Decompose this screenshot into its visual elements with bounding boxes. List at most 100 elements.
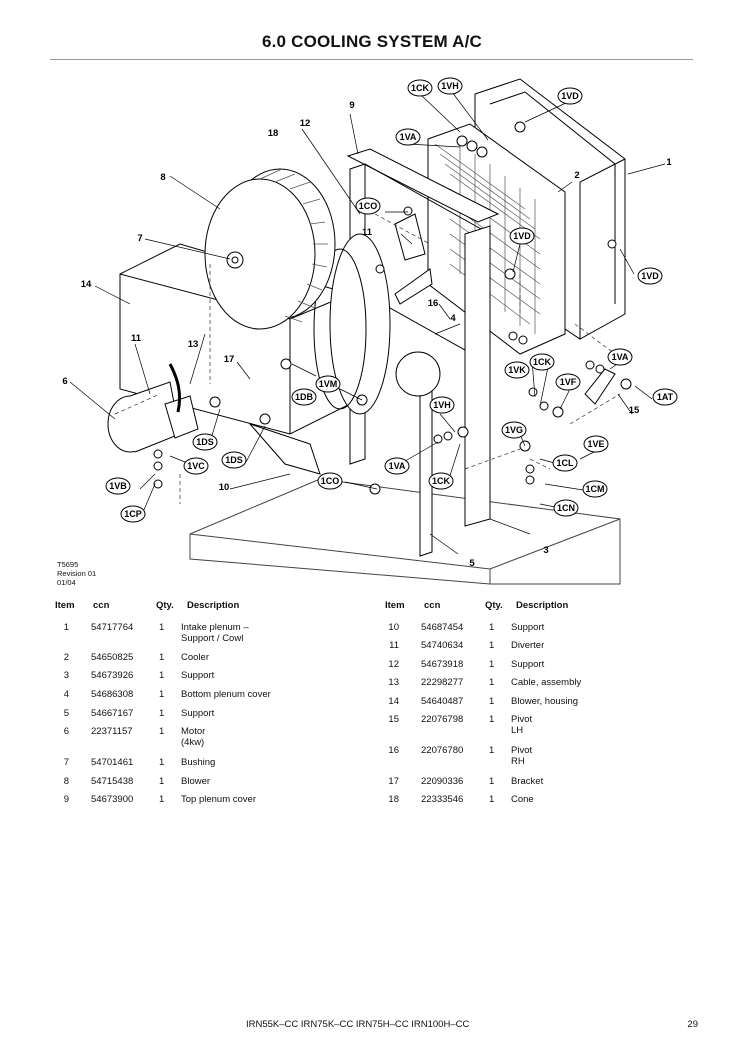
item-cell: 9 <box>63 794 69 805</box>
description-cell: Support <box>181 670 215 681</box>
description-cell: Bottom plenum cover <box>181 689 271 700</box>
item-number-7: 7 <box>137 233 142 244</box>
item-cell: 7 <box>63 757 69 768</box>
description-cell: Blower, housing <box>511 696 579 707</box>
description-cell: Bushing <box>181 757 216 768</box>
page-title: 6.0 COOLING SYSTEM A/C <box>261 32 483 51</box>
item-number-3: 3 <box>543 545 548 556</box>
ccn-cell: 22076780 <box>421 745 464 756</box>
item-number-15: 15 <box>629 405 640 416</box>
callout-1CK: 1CK <box>432 476 451 486</box>
description-cell: Support <box>181 708 215 719</box>
callout-1VF: 1VF <box>560 377 577 387</box>
description-cell: Support <box>511 622 545 633</box>
callout-1VH: 1VH <box>441 81 459 91</box>
callout-1CM: 1CM <box>585 484 604 494</box>
ccn-cell: 22090336 <box>421 776 464 787</box>
item-number-2: 2 <box>574 170 579 181</box>
ccn-cell: 22333546 <box>421 794 464 805</box>
item-number-14: 14 <box>81 279 92 290</box>
qty-cell: 1 <box>489 622 495 633</box>
ccn-cell: 54701461 <box>91 757 134 768</box>
ccn-cell: 54640487 <box>421 696 464 707</box>
item-number-13: 13 <box>188 339 199 350</box>
item-cell: 18 <box>388 794 399 805</box>
callout-1VM: 1VM <box>319 379 338 389</box>
callout-1VC: 1VC <box>187 461 205 471</box>
item-number-17: 17 <box>224 354 235 365</box>
callout-1CN: 1CN <box>557 503 575 513</box>
description-cell: Cable, assembly <box>511 677 582 688</box>
ccn-cell: 54717764 <box>91 622 134 633</box>
title-rule <box>50 59 693 60</box>
callout-1VG: 1VG <box>505 425 523 435</box>
callout-1VB: 1VB <box>109 481 127 491</box>
qty-cell: 1 <box>489 714 495 725</box>
callout-1VD: 1VD <box>513 231 531 241</box>
item-cell: 6 <box>63 726 69 737</box>
ccn-cell: 22371157 <box>91 726 133 737</box>
callout-1VA: 1VA <box>400 132 417 142</box>
page-number: 29 <box>687 1019 698 1030</box>
ccn-cell: 54673918 <box>421 659 464 670</box>
qty-cell: 1 <box>489 659 495 670</box>
ccn-cell: 54715438 <box>91 776 134 787</box>
qty-cell: 1 <box>489 794 495 805</box>
item-number-16: 16 <box>428 298 439 309</box>
callout-1DS: 1DS <box>225 455 243 465</box>
callout-1CO: 1CO <box>321 476 340 486</box>
item-cell: 10 <box>388 622 399 633</box>
item-cell: 4 <box>63 689 69 700</box>
callout-1VH: 1VH <box>433 400 451 410</box>
item-cell: 17 <box>388 776 399 787</box>
ccn-cell: 54686308 <box>91 689 134 700</box>
qty-cell: 1 <box>489 696 495 707</box>
ccn-cell: 54673926 <box>91 670 134 681</box>
revision-note: T5695 Revision 01 01/04 <box>57 560 97 587</box>
callout-1CK: 1CK <box>411 83 430 93</box>
callout-1DS: 1DS <box>196 437 214 447</box>
item-number-11-upper: 11 <box>362 227 373 238</box>
description-cell: Cone <box>511 794 534 805</box>
item-number-8: 8 <box>160 172 165 183</box>
qty-cell: 1 <box>489 677 495 688</box>
description-cell: Bracket <box>511 776 544 787</box>
item-cell: 12 <box>388 659 399 670</box>
ccn-cell: 54650825 <box>91 652 134 663</box>
item-cell: 15 <box>388 714 399 725</box>
description-cell: Support <box>511 659 545 670</box>
item-number-6: 6 <box>62 376 67 387</box>
callout-1CL: 1CL <box>556 458 574 468</box>
description-cell: Blower <box>181 776 211 787</box>
qty-cell: 1 <box>159 776 165 787</box>
callout-1VD: 1VD <box>641 271 659 281</box>
description-cell: Top plenum cover <box>181 794 256 805</box>
item-number-9: 9 <box>349 100 354 111</box>
qty-cell: 1 <box>489 640 495 651</box>
item-number-18: 18 <box>268 128 279 139</box>
description-cell: Motor(4kw) <box>181 726 206 748</box>
qty-cell: 1 <box>159 708 165 719</box>
item-cell: 5 <box>63 708 69 719</box>
item-cell: 16 <box>388 745 399 756</box>
item-cell: 11 <box>389 640 399 651</box>
description-cell: Intake plenum –Support / Cowl <box>181 622 249 644</box>
callout-1CP: 1CP <box>124 509 142 519</box>
ccn-cell: 54687454 <box>421 622 464 633</box>
ccn-cell: 22076798 <box>421 714 464 725</box>
qty-cell: 1 <box>159 726 165 737</box>
callout-1VA: 1VA <box>389 461 406 471</box>
item-number-12: 12 <box>300 118 311 129</box>
ccn-cell: 54667167 <box>91 708 134 719</box>
qty-cell: 1 <box>159 689 165 700</box>
item-cell: 13 <box>388 677 399 688</box>
item-number-5: 5 <box>469 558 475 569</box>
callout-1VD: 1VD <box>561 91 579 101</box>
item-number-10: 10 <box>219 482 230 493</box>
item-cell: 1 <box>63 622 69 633</box>
footer-models: IRN55K–CC IRN75K–CC IRN75H–CC IRN100H–CC <box>246 1019 470 1030</box>
ccn-cell: 54673900 <box>91 794 134 805</box>
item-cell: 3 <box>63 670 69 681</box>
